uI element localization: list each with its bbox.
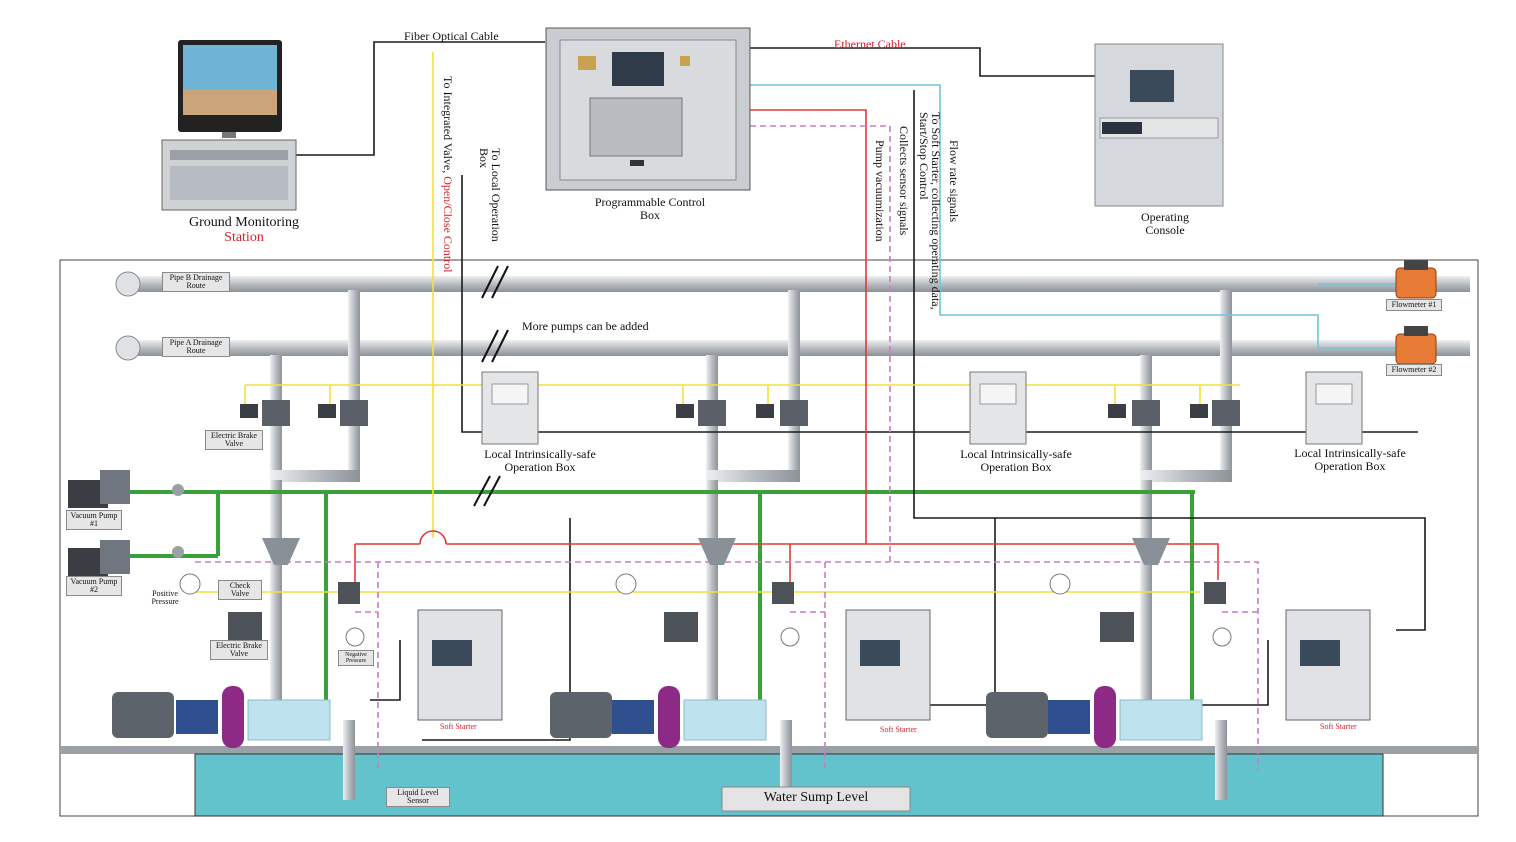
plc-line2: Box	[639, 207, 660, 222]
ground-monitoring-station-icon	[161, 40, 297, 211]
flowmeter-2-label: Flowmeter #2	[1386, 364, 1442, 376]
collects-sensor-label: Collects sensor signals	[897, 126, 911, 236]
programmable-control-box-icon	[545, 27, 751, 191]
console-line1: Operating	[1141, 210, 1189, 224]
water-sump-level-label: Water Sump Level	[763, 790, 869, 805]
electric-brake-valve-label-1: Electric Brake Valve	[205, 430, 263, 450]
pressure-gauges	[179, 573, 1232, 647]
to-integrated-valve-label: To Integrated Valve, Open/Close Control	[441, 76, 455, 273]
flow-signal-line	[750, 84, 1395, 349]
soft-starter-label-3: Soft Starter	[1320, 722, 1357, 731]
plc-line1: Programmable Control	[594, 195, 706, 209]
ethernet-cable-label: Ethernet Cable	[834, 37, 906, 51]
console-label: Operating Console	[1120, 211, 1210, 236]
electric-brake-valves	[240, 400, 1240, 426]
vacuum-pump-2-icon	[68, 540, 184, 576]
more-pumps-label: More pumps can be added	[522, 319, 649, 333]
plc-label: Programmable Control Box	[580, 196, 720, 221]
pump-motors	[112, 686, 1203, 748]
vacuum-sensor-lines	[195, 125, 1259, 770]
pump-floor	[60, 746, 1478, 754]
liquid-level-sensor-label: Liquid Level Sensor	[386, 787, 450, 807]
electric-brake-actuators	[228, 582, 1226, 642]
local-box-label-1: Local Intrinsically-safe Operation Box	[484, 447, 596, 474]
ground-station-line1: Ground Monitoring	[188, 215, 300, 230]
pipe-b-label: Pipe B Drainage Route	[162, 272, 230, 292]
pump-vacuum-label: Pump vacuumization	[873, 140, 887, 242]
soft-starter-lines	[354, 109, 1219, 590]
positive-pressure-label: Positive Pressure	[151, 589, 179, 607]
to-soft-starter-label: To Soft Starter, collecting operating da…	[917, 112, 943, 310]
flow-rate-label: Flow rate signals	[947, 140, 961, 222]
negative-pressure-label: Negative Pressure	[338, 650, 374, 666]
local-operation-boxes	[481, 371, 1363, 445]
check-valves	[262, 538, 1170, 565]
flowmeter-1-icon	[1395, 260, 1437, 299]
pipe-a-label: Pipe A Drainage Route	[162, 337, 230, 357]
break-marks	[473, 265, 509, 507]
flowmeter-1-label: Flowmeter #1	[1386, 299, 1442, 311]
soft-starter-label-2: Soft Starter	[880, 725, 917, 734]
open-close-control-text: Open/Close Control	[441, 176, 455, 273]
vacuum-pump-2-label: Vacuum Pump #2	[66, 576, 122, 596]
fiber-cable-label: Fiber Optical Cable	[404, 29, 499, 43]
check-valve-label: Check Valve	[218, 580, 262, 600]
console-line2: Console	[1145, 222, 1185, 237]
flowmeter-2-icon	[1395, 326, 1437, 365]
water-sump-level-box	[721, 786, 911, 812]
to-local-box-label: To Local Operation Box	[477, 148, 503, 242]
vacuum-pump-1-icon	[68, 470, 184, 508]
soft-starters	[417, 609, 1371, 721]
vacuum-pipes	[130, 490, 1195, 700]
ground-station-line2: Station	[224, 229, 264, 245]
electric-brake-valve-label-2: Electric Brake Valve	[210, 640, 268, 660]
valve-signal-lines	[194, 52, 1240, 593]
operating-console-icon	[1094, 43, 1224, 207]
ground-station-label: Ground Monitoring Station	[176, 215, 312, 245]
to-integrated-valve-text: To Integrated Valve,	[441, 76, 455, 177]
vacuum-pump-1-label: Vacuum Pump #1	[66, 510, 122, 530]
soft-starter-label-1: Soft Starter	[440, 722, 477, 731]
local-box-label-2: Local Intrinsically-safe Operation Box	[960, 447, 1072, 474]
local-box-label-3: Local Intrinsically-safe Operation Box	[1294, 446, 1406, 473]
